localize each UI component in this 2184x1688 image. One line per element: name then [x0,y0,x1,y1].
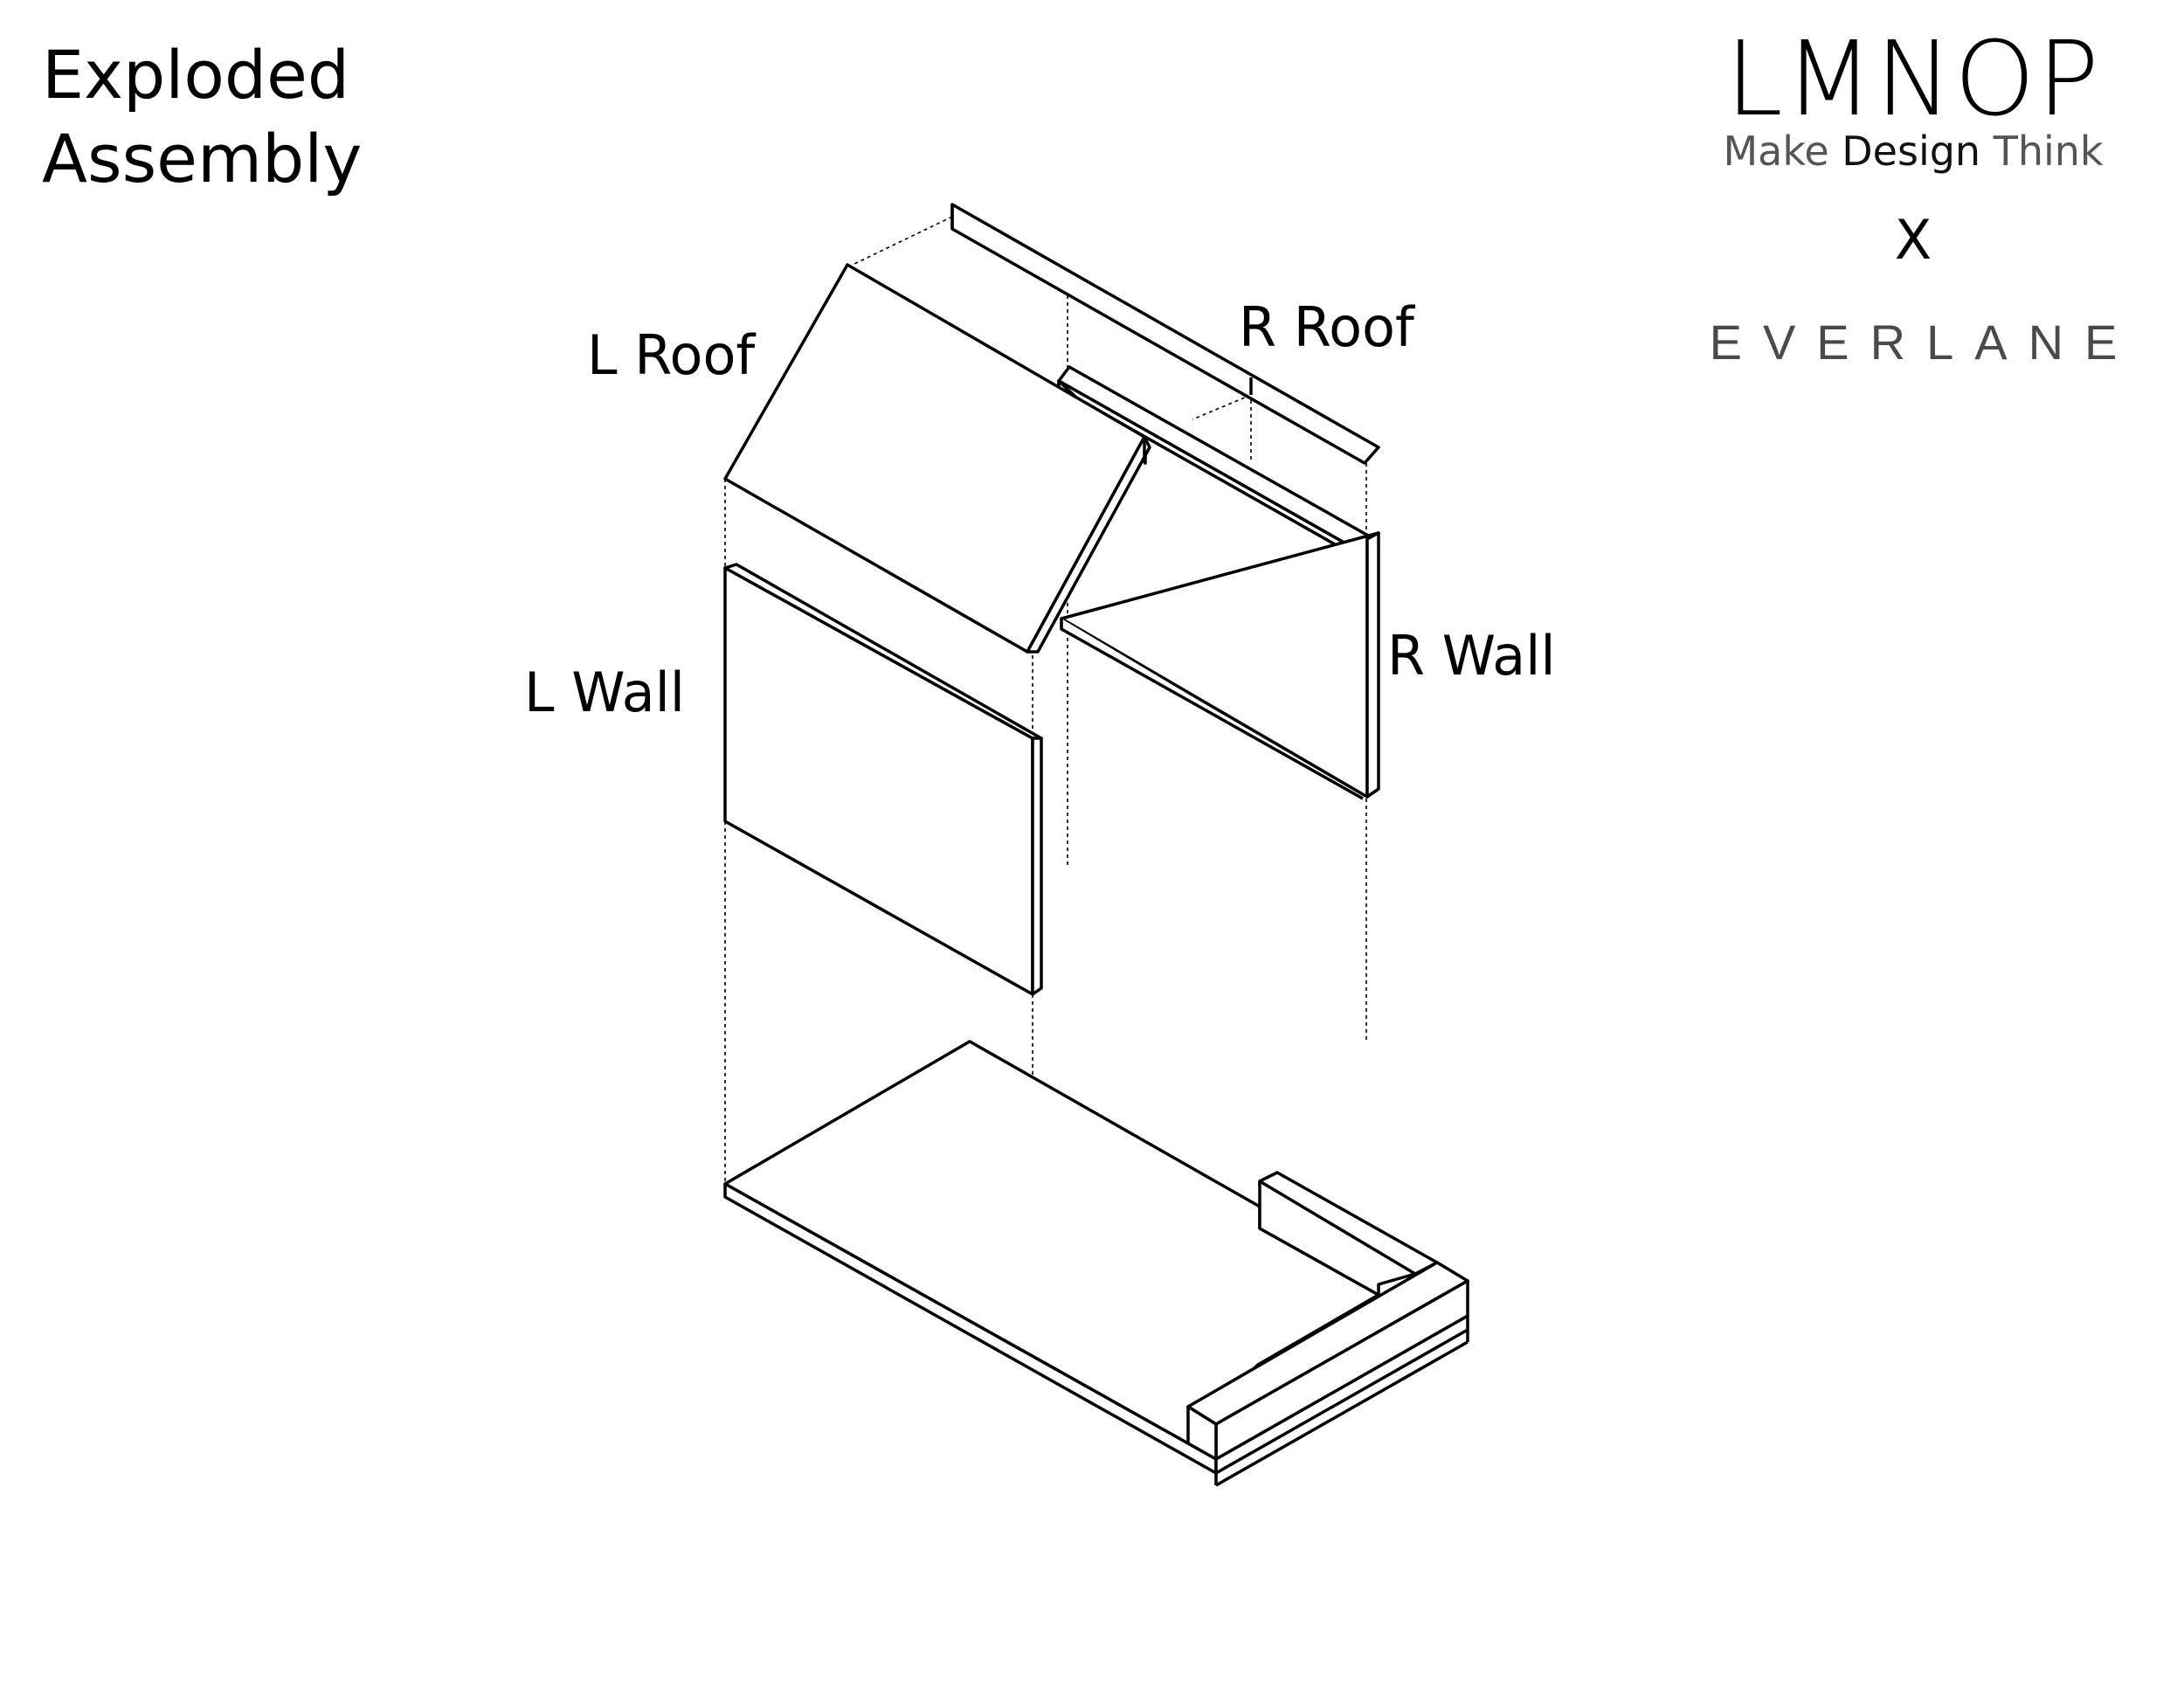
brand-logo: LMNOP [1725,18,2101,139]
label-l-wall: L Wall [524,661,685,724]
front-rail [1186,1261,1469,1461]
label-l-roof: L Roof [587,323,757,387]
ridge-cap [950,203,1380,465]
tagline-left: Make [1723,128,1842,175]
label-r-wall: R Wall [1387,624,1556,688]
tagline-mid: Design [1842,128,1981,175]
label-r-roof: R Roof [1239,295,1416,359]
right-wall-panel [1060,531,1380,800]
left-roof-panel [723,263,1151,654]
tagline-right: Think [1980,128,2104,175]
floor-base [723,1040,1469,1487]
partner-logo: EVERLANE [1709,315,2139,370]
title-line-1: Exploded [42,36,350,114]
left-wall-panel [723,563,1043,996]
collab-separator: X [1894,208,1932,272]
brand-tagline: Make Design Think [1686,128,2140,175]
brand-block: LMNOP Make Design Think X EVERLANE [1686,26,2140,370]
diagram-title: Exploded Assembly [42,33,362,201]
title-line-2: Assembly [42,120,363,197]
